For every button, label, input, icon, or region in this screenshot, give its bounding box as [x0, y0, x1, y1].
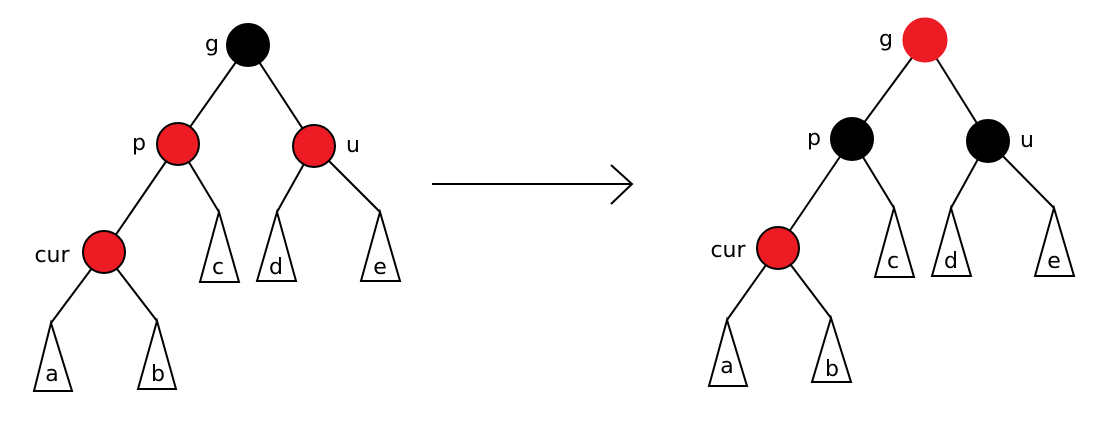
node-u [966, 119, 1010, 163]
subtree-d [930, 204, 973, 277]
subtree-label-b: b [151, 362, 165, 387]
node-p [830, 117, 874, 161]
subtree-d [255, 208, 298, 282]
node-u [292, 124, 336, 168]
node-cur [82, 230, 126, 274]
node-g [902, 17, 948, 63]
subtree-label-b: b [825, 357, 839, 382]
subtree-e [1033, 204, 1076, 277]
node-label-cur: cur [710, 238, 746, 263]
subtree-label-c: c [887, 249, 899, 274]
subtree-label-e: e [1047, 249, 1061, 274]
node-g [226, 23, 270, 67]
subtree-c [873, 204, 916, 278]
right-arrow-icon [432, 164, 634, 205]
subtree-c [198, 208, 241, 283]
node-p [156, 122, 200, 166]
tree-before: a b c d e g p u cur [32, 23, 402, 392]
tree-after: a b c d e g p u cur [707, 17, 1076, 387]
node-label-g: g [879, 27, 893, 52]
node-label-u: u [346, 133, 360, 158]
node-label-p: p [807, 126, 821, 151]
subtree-b [136, 317, 178, 390]
subtree-label-d: d [944, 249, 958, 274]
subtree-label-a: a [720, 354, 733, 379]
subtree-label-d: d [269, 255, 283, 280]
subtree-b [810, 314, 853, 383]
node-label-u: u [1020, 128, 1034, 153]
node-cur [756, 226, 800, 270]
subtree-label-c: c [212, 255, 224, 280]
subtree-label-a: a [45, 362, 58, 387]
subtree-a [707, 316, 749, 387]
node-label-p: p [132, 131, 146, 156]
node-label-cur: cur [34, 243, 70, 268]
subtree-label-e: e [373, 255, 387, 280]
subtree-e [359, 208, 402, 282]
node-label-g: g [205, 32, 219, 57]
subtree-a [32, 319, 74, 392]
